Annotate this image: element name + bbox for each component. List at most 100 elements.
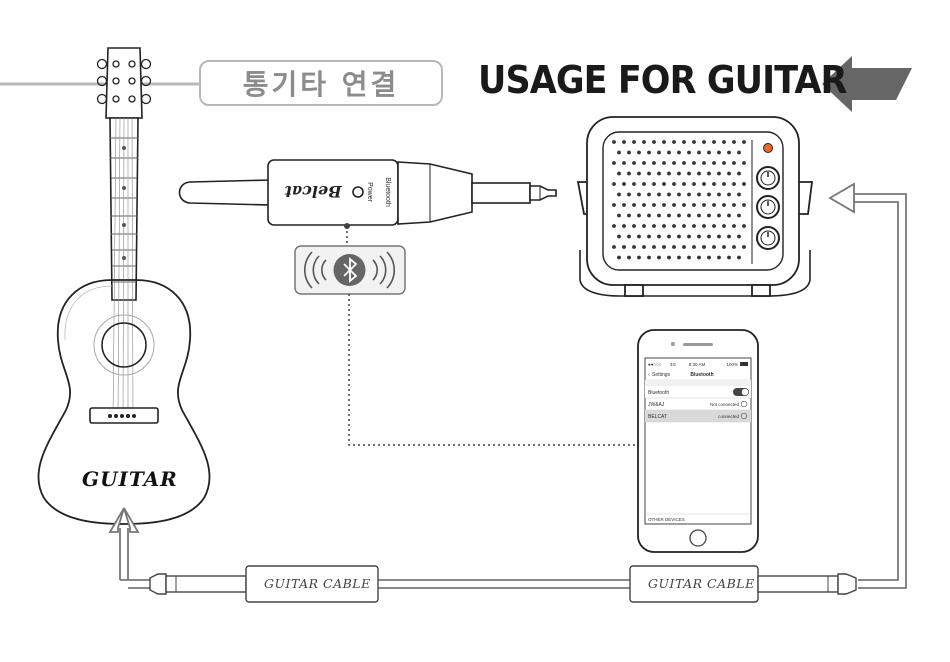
grille-dot [632, 161, 636, 165]
info-icon[interactable] [740, 412, 748, 420]
grille-dot [672, 245, 676, 249]
grille-dot [742, 161, 746, 165]
grille-dot [662, 140, 666, 144]
device-power-label: Power [366, 182, 373, 203]
grille-dot [627, 213, 631, 218]
grille-dot [717, 255, 721, 260]
grille-dot [687, 150, 691, 155]
grille-dot [717, 192, 721, 197]
grille-dot [642, 140, 646, 144]
grille-dot [727, 255, 731, 260]
amplifier-grille [612, 140, 746, 260]
grille-dot [637, 255, 641, 260]
device-bluetooth-label: Bluetooth [384, 177, 391, 207]
grille-dot [677, 234, 681, 239]
grille-dot [672, 182, 676, 186]
home-button[interactable] [689, 529, 707, 547]
grille-dot [667, 213, 671, 218]
grille-dot [717, 150, 721, 155]
acoustic-guitar [37, 47, 211, 525]
grille-dot [692, 140, 696, 144]
grille-dot [702, 182, 706, 186]
grille-dot [687, 255, 691, 260]
grille-dot [742, 182, 746, 186]
grille-dot [662, 245, 666, 249]
chevron-left-icon[interactable]: ‹ [648, 372, 650, 378]
grille-dot [737, 192, 741, 197]
grille-dot [657, 150, 661, 155]
grille-dot [702, 161, 706, 165]
grille-dot [627, 255, 631, 260]
phone-row-belcat-name[interactable]: BELCAT [648, 414, 667, 420]
grille-dot [712, 245, 716, 249]
cable-routing [108, 182, 907, 589]
grille-dot [742, 224, 746, 228]
phone-carrier: 4G [670, 362, 677, 367]
grille-dot [642, 203, 646, 207]
grille-dot [687, 213, 691, 218]
grille-dot [692, 161, 696, 165]
grille-dot [682, 182, 686, 186]
grille-dot [667, 234, 671, 239]
grille-dot [632, 224, 636, 228]
smartphone: ●●○○○ 4G 8:30 AM 100% ‹ Settings Bluetoo… [637, 329, 759, 553]
grille-dot [642, 224, 646, 228]
device-brand: Belcat [284, 182, 343, 201]
grille-dot [697, 255, 701, 260]
amplifier-knobs [756, 143, 780, 250]
cable-label-right: GUITAR CABLE [648, 576, 755, 591]
grille-dot [707, 234, 711, 239]
grille-dot [657, 171, 661, 176]
grille-dot [717, 171, 721, 176]
grille-dot [687, 171, 691, 176]
cable-label-left: GUITAR CABLE [264, 576, 371, 591]
grille-dot [722, 161, 726, 165]
grille-dot [667, 150, 671, 155]
svg-text:●●○○○: ●●○○○ [648, 362, 662, 367]
grille-dot [622, 245, 626, 249]
amplifier-led [763, 143, 773, 153]
grille-dot [702, 203, 706, 207]
info-icon[interactable] [740, 400, 748, 408]
grille-dot [612, 161, 616, 165]
phone-row-bluetooth: Bluetooth [648, 390, 669, 396]
grille-dot [652, 140, 656, 144]
grille-dot [692, 203, 696, 207]
phone-row-belcat-status: connected [718, 414, 739, 419]
grille-dot [737, 213, 741, 218]
grille-dot [647, 150, 651, 155]
grille-dot [622, 182, 626, 186]
grille-dot [627, 150, 631, 155]
grille-dot [737, 150, 741, 155]
phone-other-devices: OTHER DEVICES [648, 517, 685, 522]
grille-dot [652, 203, 656, 207]
grille-dot [622, 224, 626, 228]
grille-dot [742, 140, 746, 144]
grille-dot [722, 224, 726, 228]
grille-dot [647, 192, 651, 197]
grille-dot [717, 213, 721, 218]
grille-dot [682, 140, 686, 144]
grille-dot [722, 203, 726, 207]
grille-dot [657, 213, 661, 218]
grille-dot [682, 203, 686, 207]
grille-dot [697, 171, 701, 176]
grille-dot [697, 234, 701, 239]
grille-dot [667, 171, 671, 176]
left-cable-plug [149, 565, 379, 603]
grille-dot [732, 182, 736, 186]
grille-dot [732, 224, 736, 228]
phone-back-label[interactable]: Settings [652, 372, 671, 378]
grille-dot [617, 234, 621, 239]
grille-dot [702, 224, 706, 228]
grille-dot [662, 182, 666, 186]
grille-dot [617, 255, 621, 260]
grille-dot [727, 150, 731, 155]
grille-dot [617, 192, 621, 197]
grille-dot [632, 203, 636, 207]
grille-dot [677, 192, 681, 197]
grille-dot [707, 150, 711, 155]
grille-dot [687, 192, 691, 197]
